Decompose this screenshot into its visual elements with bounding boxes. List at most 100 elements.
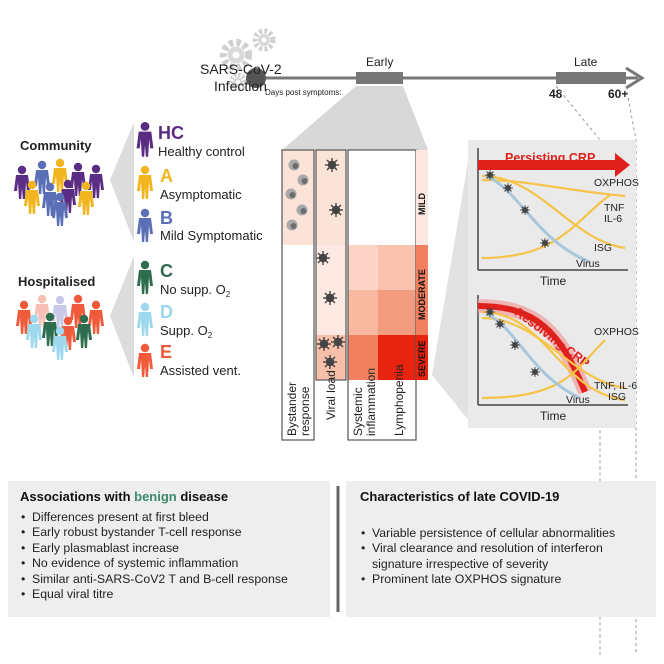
group-code-d: D (160, 302, 173, 322)
label-oxphos-bottom: OXPHOS (594, 326, 639, 338)
days-label: Days post symptoms: (265, 88, 341, 97)
label-oxphos-top: OXPHOS (594, 177, 639, 189)
label-virus-bottom: Virus (566, 394, 590, 406)
virus-icon (330, 334, 346, 350)
heat-cell-infl-severe (348, 335, 378, 380)
label-tnf-top: TNF (604, 202, 624, 214)
virus-icon (315, 250, 331, 266)
late-list: Variable persistence of cellular abnorma… (360, 526, 648, 588)
label-il6-top: IL-6 (604, 213, 622, 225)
late-label: Late (574, 55, 598, 69)
benign-box-title: Associations with benign disease (20, 489, 330, 504)
group-code-e: E (160, 342, 172, 362)
crp-arrow-persisting (478, 153, 630, 177)
virus-icon (322, 290, 338, 306)
severity-heatmap: MILD MODERATE SEVERE Bystander response … (281, 149, 428, 441)
infection-label: SARS-CoV-2 (200, 61, 282, 77)
curve-oxphos-top (481, 178, 626, 198)
column-label-viral-load: Viral load (324, 370, 338, 420)
infection-label-2: Infection (214, 78, 267, 94)
xlabel-bottom: Time (540, 409, 567, 423)
severity-label-mild: MILD (417, 193, 427, 215)
community-label: Community (20, 138, 92, 153)
cell-icon (288, 159, 300, 171)
severity-strip-moderate (416, 245, 428, 335)
group-desc-d: Supp. O2 (160, 323, 213, 340)
severity-strip-severe (416, 335, 428, 380)
early-label: Early (366, 55, 393, 69)
virus-icon (484, 169, 496, 181)
column-label-inflammation-2: inflammation (364, 368, 378, 436)
infection-dot (246, 68, 266, 88)
early-window (356, 72, 403, 84)
column-label-bystander: Bystander response (285, 379, 312, 436)
heat-cell-infl-mod-1 (348, 245, 378, 290)
person-icon-hc (136, 121, 154, 157)
curve-virus-bottom (485, 312, 581, 400)
benign-list: Differences present at first bleed Early… (20, 510, 330, 603)
benign-disease-box: Associations with benign disease Differe… (8, 481, 330, 617)
list-item: Early plasmablast increase (21, 541, 330, 557)
curve-virus-top (485, 174, 591, 264)
group-desc-hc: Healthy control (158, 144, 245, 159)
viral-load-column (315, 149, 347, 381)
gear-icon (255, 31, 273, 49)
persisting-crp-label: Persisting CRP (505, 151, 595, 165)
community-group: Community (14, 138, 104, 226)
column-label-bystander-1: Bystander (285, 382, 299, 436)
hospitalised-group: Hospitalised (16, 274, 104, 360)
cell-icon (297, 174, 309, 186)
heat-cell-lymph-severe (378, 335, 416, 380)
curve-tnf-top (481, 194, 611, 260)
virus-icon (328, 202, 344, 218)
virus-icon (519, 204, 531, 216)
curve-oxphos-bottom (481, 339, 606, 400)
xlabel-top: Time (540, 274, 567, 288)
late-covid-box: Characteristics of late COVID-19 Variabl… (346, 481, 656, 617)
cell-icon (285, 188, 297, 200)
virus-icon (539, 237, 551, 249)
column-label-inflammation: Systemic inflammation (351, 368, 378, 436)
list-item: No evidence of systemic inflammation (21, 556, 330, 572)
list-item: Prominent late OXPHOS signature (361, 572, 648, 588)
person-icon-a (137, 165, 153, 199)
crp-curve-resolving (477, 303, 588, 394)
virus-icon (484, 306, 496, 318)
group-desc-e: Assisted vent. (160, 363, 241, 378)
group-desc-c: No supp. O2 (160, 282, 231, 299)
virus-icon (316, 336, 332, 352)
curve-isg-top (481, 174, 626, 250)
list-item: Viral clearance and resolution of interf… (361, 541, 648, 572)
cell-icon (286, 219, 298, 231)
label-isg-bottom: ISG (608, 391, 626, 403)
hospitalised-bracket (110, 256, 134, 378)
curve-tnf-bottom (481, 316, 626, 390)
late-box-title: Characteristics of late COVID-19 (360, 489, 560, 504)
group-legend: HC Healthy control A Asymptomatic B Mild… (136, 121, 263, 378)
hospitalised-label: Hospitalised (18, 274, 95, 289)
label-isg-top: ISG (594, 242, 612, 254)
person-icon (24, 180, 40, 214)
plot-persisting-crp: Persisting CRP OXPHOS TNF IL-6 ISG Virus… (477, 148, 639, 288)
list-item: Equal viral titre (21, 587, 330, 603)
heat-cell-lymph-mod-1 (378, 245, 416, 290)
group-code-hc: HC (158, 123, 184, 143)
severity-label-severe: SEVERE (417, 340, 427, 377)
virus-icon (502, 182, 514, 194)
heat-cell-lymph-mod-2 (378, 290, 416, 335)
early-funnel (282, 86, 428, 150)
severity-strip-mild (416, 150, 428, 245)
benign-title-prefix: Associations with (20, 489, 135, 504)
heat-cell-infl-mod-2 (348, 290, 378, 335)
plots-funnel (432, 150, 470, 422)
community-bracket (110, 122, 134, 242)
label-virus-top: Virus (576, 258, 600, 270)
person-icon-d (137, 302, 153, 336)
person-icon-e (137, 343, 153, 377)
group-code-a: A (160, 166, 173, 186)
tick-day-60: 60+ (608, 87, 628, 101)
benign-title-suffix: disease (176, 489, 229, 504)
list-item: Similar anti-SARS-CoV2 T and B-cell resp… (21, 572, 330, 588)
late-window (556, 72, 626, 84)
